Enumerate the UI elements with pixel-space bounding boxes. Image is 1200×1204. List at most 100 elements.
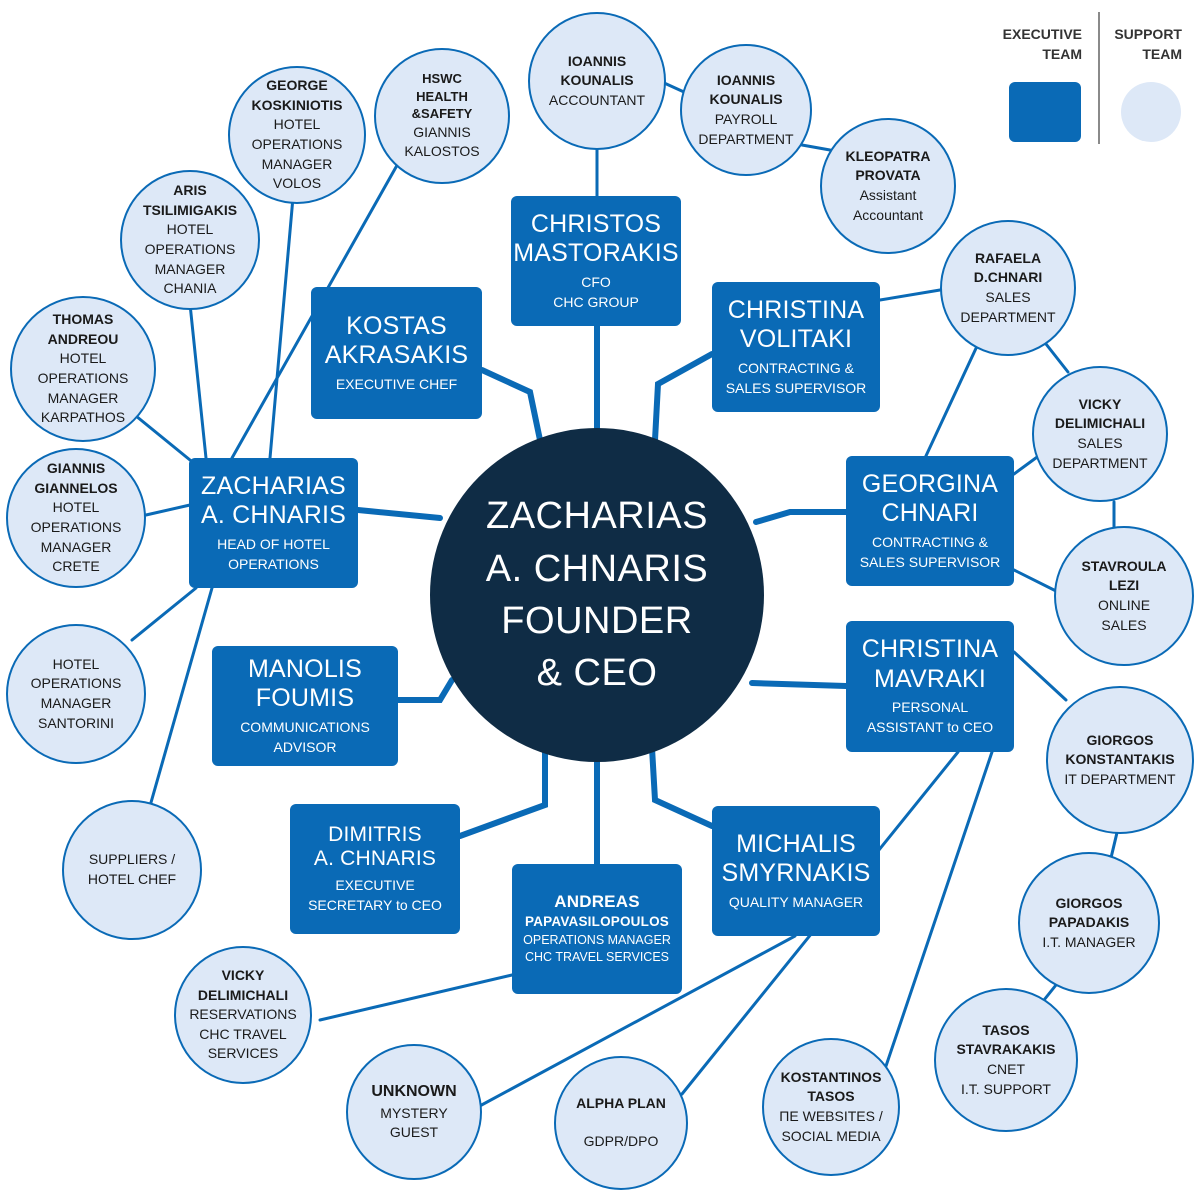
exec-role: COMMUNICATIONS — [240, 718, 370, 735]
support-kounalis-payroll: IOANNIS KOUNALIS PAYROLL DEPARTMENT — [680, 44, 812, 176]
line-ceo-akrasakis — [479, 367, 543, 443]
support-role: MANAGER — [261, 155, 333, 172]
exec-name: SMYRNAKIS — [721, 859, 871, 887]
support-role: OPERATIONS — [37, 370, 129, 386]
support-role: MANAGER — [40, 695, 112, 711]
exec-box-akrasakis: KOSTAS AKRASAKIS EXECUTIVE CHEF — [311, 287, 482, 419]
exec-name: A. CHNARIS — [200, 501, 347, 530]
line-zacharias-tsilimigakis — [188, 302, 208, 460]
exec-role: ASSISTANT to CEO — [866, 719, 994, 735]
support-role: HOTEL — [52, 655, 100, 672]
exec-role: HEAD OF HOTEL — [217, 535, 330, 552]
support-provata: KLEOPATRA PROVATA Assistant Accountant — [820, 118, 956, 254]
exec-role: OPERATIONS — [228, 555, 319, 572]
support-name: KOSKINIOTIS — [251, 96, 343, 113]
support-name: KOUNALIS — [709, 91, 783, 108]
support-unknown: UNKNOWN MYSTERY GUEST — [346, 1044, 482, 1180]
support-role: ACCOUNTANT — [548, 91, 646, 108]
exec-box-andreas: ANDREAS PAPAVASILOPOULOS OPERATIONS MANA… — [512, 864, 682, 994]
support-santorini: HOTEL OPERATIONS MANAGER SANTORINI — [6, 624, 146, 764]
exec-name: PAPAVASILOPOULOS — [525, 914, 669, 930]
ceo-line3: FOUNDER — [501, 600, 693, 642]
support-role: CNET — [986, 1061, 1026, 1077]
support-role: MYSTERY — [380, 1104, 448, 1121]
line-zacharias-koskiniotis — [268, 184, 296, 460]
exec-role: QUALITY MANAGER — [728, 893, 864, 910]
support-role: SERVICES — [207, 1045, 279, 1062]
exec-box-smyrnakis: MICHALIS SMYRNAKIS QUALITY MANAGER — [712, 806, 880, 936]
support-role: VOLOS — [272, 175, 322, 192]
support-rafaela: RAFAELA D.CHNARI SALES DEPARTMENT — [940, 220, 1076, 356]
support-kounalis-accountant: IOANNIS KOUNALIS ACCOUNTANT — [528, 12, 666, 150]
support-role: MANAGER — [40, 538, 112, 555]
exec-name: ANDREAS — [554, 892, 640, 912]
support-role: CHANIA — [163, 280, 217, 297]
exec-box-zacharias: ZACHARIAS A. CHNARIS HEAD OF HOTEL OPERA… — [189, 458, 358, 588]
support-role: I.T. MANAGER — [1042, 933, 1136, 950]
support-name: TASOS — [982, 1021, 1030, 1038]
support-role: MANAGER — [47, 389, 119, 406]
support-role: GUEST — [389, 1124, 439, 1141]
support-name: IOANNIS — [716, 71, 776, 88]
exec-role: PERSONAL — [891, 699, 969, 716]
support-name: THOMAS — [52, 311, 114, 328]
support-role: SALES — [1077, 435, 1123, 451]
support-name: UNKNOWN — [371, 1083, 457, 1101]
support-name: KONSTANTAKIS — [1065, 751, 1175, 768]
exec-box-foumis: MANOLIS FOUMIS COMMUNICATIONS ADVISOR — [212, 646, 398, 766]
exec-name: AKRASAKIS — [324, 341, 469, 369]
support-koskiniotis: GEORGE KOSKINIOTIS HOTEL OPERATIONS MANA… — [228, 66, 366, 204]
line-zacharias-andreou — [134, 414, 192, 462]
line-georgina-lezi — [1012, 568, 1060, 594]
support-name: ARIS — [173, 182, 207, 199]
exec-name: CHRISTINA — [727, 295, 865, 324]
support-name: KLEOPATRA — [845, 147, 931, 164]
support-name: ALPHA PLAN — [576, 1095, 666, 1112]
support-role: MANAGER — [154, 260, 226, 277]
support-name: DELIMICHALI — [197, 986, 289, 1003]
support-role: OPERATIONS — [30, 519, 122, 535]
ceo-line2: A. CHNARIS — [485, 547, 709, 590]
support-papadakis: GIORGOS PAPADAKIS I.T. MANAGER — [1018, 852, 1160, 994]
support-role: GIANNIS — [413, 123, 471, 140]
line-zacharias-suppliers — [148, 586, 214, 808]
support-name: PROVATA — [855, 167, 921, 184]
exec-box-volitaki: CHRISTINA VOLITAKI CONTRACTING & SALES S… — [712, 282, 880, 412]
support-role: RESERVATIONS — [189, 1006, 297, 1023]
exec-name: CHRISTINA — [861, 635, 999, 664]
support-role: SALES — [1101, 616, 1147, 633]
exec-box-georgina: GEORGINA CHNARI CONTRACTING & SALES SUPE… — [846, 456, 1014, 586]
line-smyrnakis-unknown — [474, 934, 797, 1110]
legend-executive-swatch — [1009, 82, 1081, 142]
exec-role: CONTRACTING & — [738, 359, 854, 376]
exec-name: MAVRAKI — [873, 664, 987, 693]
legend-divider — [1098, 12, 1100, 144]
ceo-line1: ZACHARIAS — [486, 495, 708, 538]
support-name: KOSTANTINOS — [780, 1068, 882, 1085]
legend-executive-label: EXECUTIVE TEAM — [990, 24, 1082, 65]
support-role: CHC TRAVEL — [199, 1025, 287, 1042]
support-name: GIANNELOS — [34, 479, 118, 496]
line-rafaela-vicky — [1044, 342, 1070, 374]
line-zacharias-giannelos — [144, 503, 192, 517]
line-kounalis-pay-provata — [800, 143, 832, 152]
support-tsilimigakis: ARIS TSILIMIGAKIS HOTEL OPERATIONS MANAG… — [120, 170, 260, 310]
exec-name: FOUMIS — [255, 684, 355, 713]
support-name: HEALTH — [416, 88, 468, 104]
support-konstantakis: GIORGOS KONSTANTAKIS IT DEPARTMENT — [1046, 686, 1194, 834]
support-role: I.T. SUPPORT — [961, 1080, 1051, 1097]
support-name: ANDREOU — [47, 330, 119, 347]
support-vicky-sales: VICKY DELIMICHALI SALES DEPARTMENT — [1032, 366, 1168, 502]
legend-executive-line1: EXECUTIVE — [1002, 26, 1082, 42]
support-name: GIANNIS — [46, 460, 106, 477]
exec-role: CFO — [581, 273, 611, 290]
support-name: GIORGOS — [1086, 731, 1154, 748]
exec-role: EXECUTIVE — [335, 877, 415, 894]
exec-role: CHC GROUP — [553, 293, 639, 310]
support-stavrakakis: TASOS STAVRAKAKIS CNET I.T. SUPPORT — [934, 988, 1078, 1132]
exec-box-mastorakis: CHRISTOS MASTORAKIS CFO CHC GROUP — [511, 196, 681, 326]
exec-name: CHNARI — [881, 499, 979, 528]
line-ceo-volitaki — [652, 351, 715, 443]
exec-role: OPERATIONS MANAGER — [523, 932, 671, 947]
support-name: VICKY — [221, 967, 265, 984]
